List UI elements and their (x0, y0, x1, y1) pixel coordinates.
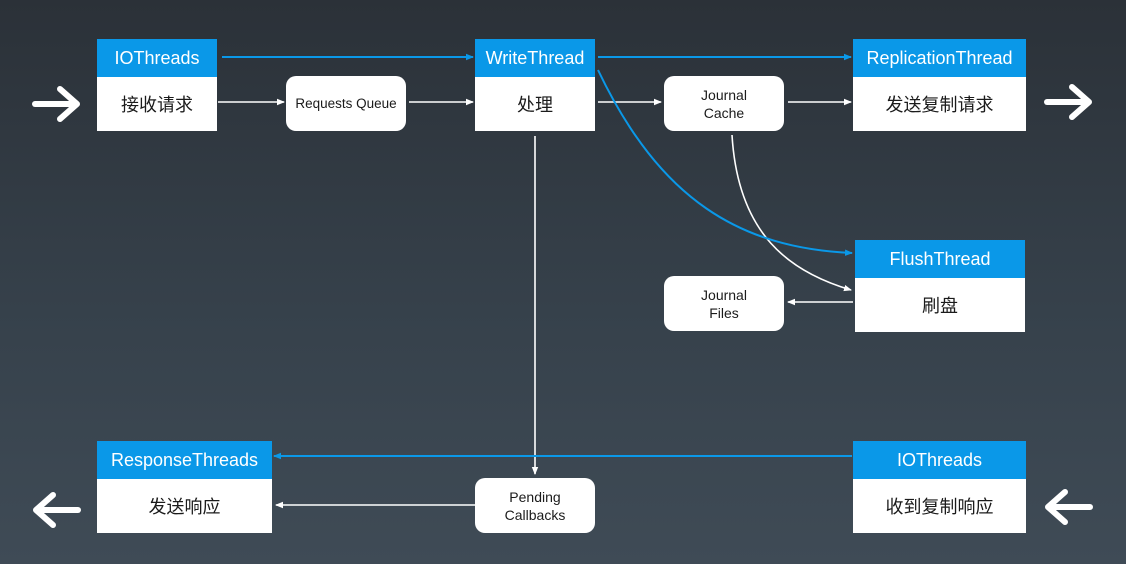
replication-thread-header: ReplicationThread (853, 39, 1026, 77)
response-threads-body: 发送响应 (148, 497, 221, 518)
output-big-arrow (1044, 84, 1092, 120)
arrow-cache-to-flush (731, 134, 852, 292)
replication-response-big-arrow (1045, 489, 1093, 525)
io-threads-in: IOThreads 接收请求 (97, 39, 217, 131)
journal-files: Journal Files (664, 276, 784, 331)
input-big-arrow (32, 86, 80, 122)
write-thread: WriteThread 处理 (475, 39, 595, 131)
flush-thread-header: FlushThread (855, 240, 1025, 278)
write-thread-body: 处理 (517, 95, 553, 116)
io-threads-out-body: 收到复制响应 (885, 497, 994, 518)
flush-thread-body: 刷盘 (922, 296, 958, 317)
replication-thread: ReplicationThread 发送复制请求 (853, 39, 1026, 131)
write-thread-header: WriteThread (475, 39, 595, 77)
response-threads: ResponseThreads 发送响应 (97, 441, 272, 533)
response-big-arrow (33, 492, 81, 528)
pending-callbacks: Pending Callbacks (475, 478, 595, 533)
io-threads-out: IOThreads 收到复制响应 (853, 441, 1026, 533)
response-threads-header: ResponseThreads (97, 441, 272, 479)
replication-thread-body: 发送复制请求 (885, 95, 994, 116)
blue-arrow-write-to-flush (597, 69, 853, 256)
io-threads-out-header: IOThreads (853, 441, 1026, 479)
requests-queue: Requests Queue (286, 76, 406, 131)
io-threads-in-header: IOThreads (97, 39, 217, 77)
flush-thread: FlushThread 刷盘 (855, 240, 1025, 332)
io-threads-in-body: 接收请求 (121, 95, 193, 116)
journal-cache: Journal Cache (664, 76, 784, 131)
